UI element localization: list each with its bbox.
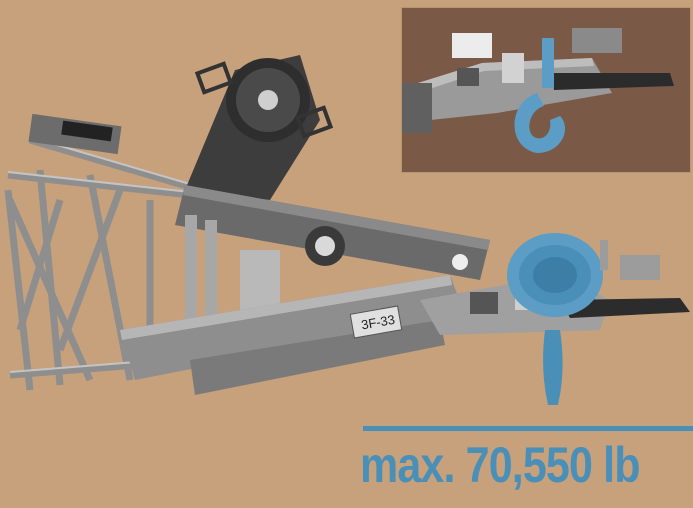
blue-sheave <box>507 233 603 405</box>
lower-boom <box>120 275 465 395</box>
sheave-bracket <box>185 55 334 200</box>
tag-label: 3F-33 <box>360 312 396 333</box>
hook-detail-illustration <box>402 28 674 153</box>
main-cylinder <box>175 185 490 280</box>
upper-clamp <box>28 113 122 155</box>
hook-detail-inset <box>401 7 691 173</box>
fittings <box>452 240 660 280</box>
serial-tag: 3F-33 <box>349 305 403 339</box>
divider-line <box>363 426 693 431</box>
capacity-label: max. 70,550 lb <box>360 437 640 493</box>
